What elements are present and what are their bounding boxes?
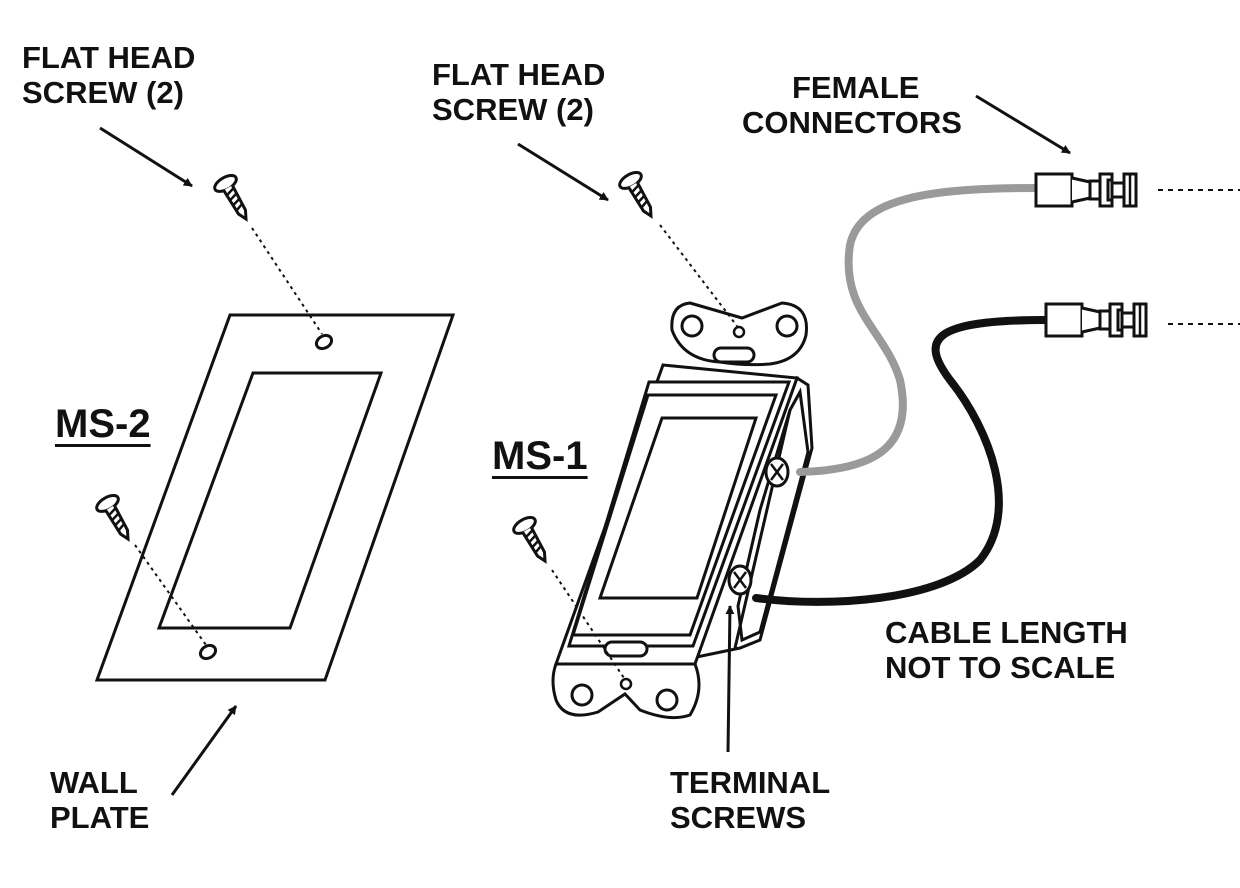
cable-length-label-line2: NOT TO SCALE: [885, 650, 1116, 685]
switch-bottom-hole: [619, 677, 633, 691]
cable-length-label: CABLE LENGTH NOT TO SCALE: [885, 615, 1128, 685]
switch-bottom-ear-left: [570, 683, 594, 707]
wall-plate-label-line1: WALL: [50, 765, 138, 800]
switch-top-screw-guide: [659, 224, 738, 327]
plate-top-screw: [210, 170, 258, 227]
plate-top-screw-guide: [251, 227, 323, 335]
switch-top-ear-left: [680, 314, 704, 338]
female-connectors-label-line1: FEMALE: [792, 70, 920, 105]
wall-plate-top-hole: [314, 333, 334, 351]
switch-top-ear-right: [775, 314, 799, 338]
switch-bottom-screw-guide: [551, 569, 625, 679]
terminal-screws-label-line2: SCREWS: [670, 800, 807, 835]
wall-plate-bottom-hole: [198, 643, 218, 661]
wall-plate-leader: [170, 705, 238, 796]
black-wire: [752, 316, 1050, 606]
terminal-screws-leader: [725, 605, 735, 753]
switch-screws-label-line1: FLAT HEAD: [432, 57, 606, 92]
switch-bottom-ear-right: [655, 688, 679, 712]
model-ms2-label: MS-2: [55, 402, 151, 446]
switch-rocker: [597, 416, 759, 600]
switch-top-hole: [732, 325, 746, 339]
plate-bottom-screw: [92, 490, 140, 547]
wall-plate: [94, 313, 456, 682]
switch-bottom-slot: [603, 640, 649, 658]
grey-wire-connector: [1034, 172, 1138, 208]
wall-plate-label-line2: PLATE: [50, 800, 150, 835]
black-wire-connector: [1044, 302, 1148, 338]
switch-screws-label-line2: SCREW (2): [432, 92, 594, 127]
switch-screws-leader: [517, 142, 609, 202]
female-connectors-leader: [975, 94, 1071, 155]
switch-screws-label: FLAT HEAD SCREW (2): [432, 57, 605, 127]
terminal-screws-label: TERMINAL SCREWS: [670, 765, 830, 835]
terminal-screw-top: [764, 456, 790, 488]
wall-plate-opening: [156, 371, 384, 630]
plate-screws-label-line1: FLAT HEAD: [22, 40, 196, 75]
switch-body-edge: [733, 409, 792, 649]
plate-screws-leader: [99, 126, 193, 188]
switch-top-screw: [615, 167, 663, 224]
female-connectors-label: FEMALE CONNECTORS: [742, 70, 962, 140]
terminal-screws-label-line1: TERMINAL: [670, 765, 831, 800]
cable-length-label-line1: CABLE LENGTH: [885, 615, 1128, 650]
switch-top-slot: [712, 346, 756, 364]
plate-screws-label-line2: SCREW (2): [22, 75, 184, 110]
wall-plate-label: WALL PLATE: [50, 765, 149, 835]
model-ms1-label: MS-1: [492, 434, 588, 478]
switch-bottom-screw: [509, 512, 557, 569]
female-connectors-label-line2: CONNECTORS: [742, 105, 962, 140]
terminal-screw-bottom: [727, 564, 753, 596]
grey-wire: [796, 184, 1040, 476]
switch-module: [551, 301, 814, 720]
plate-screws-label: FLAT HEAD SCREW (2): [22, 40, 195, 110]
